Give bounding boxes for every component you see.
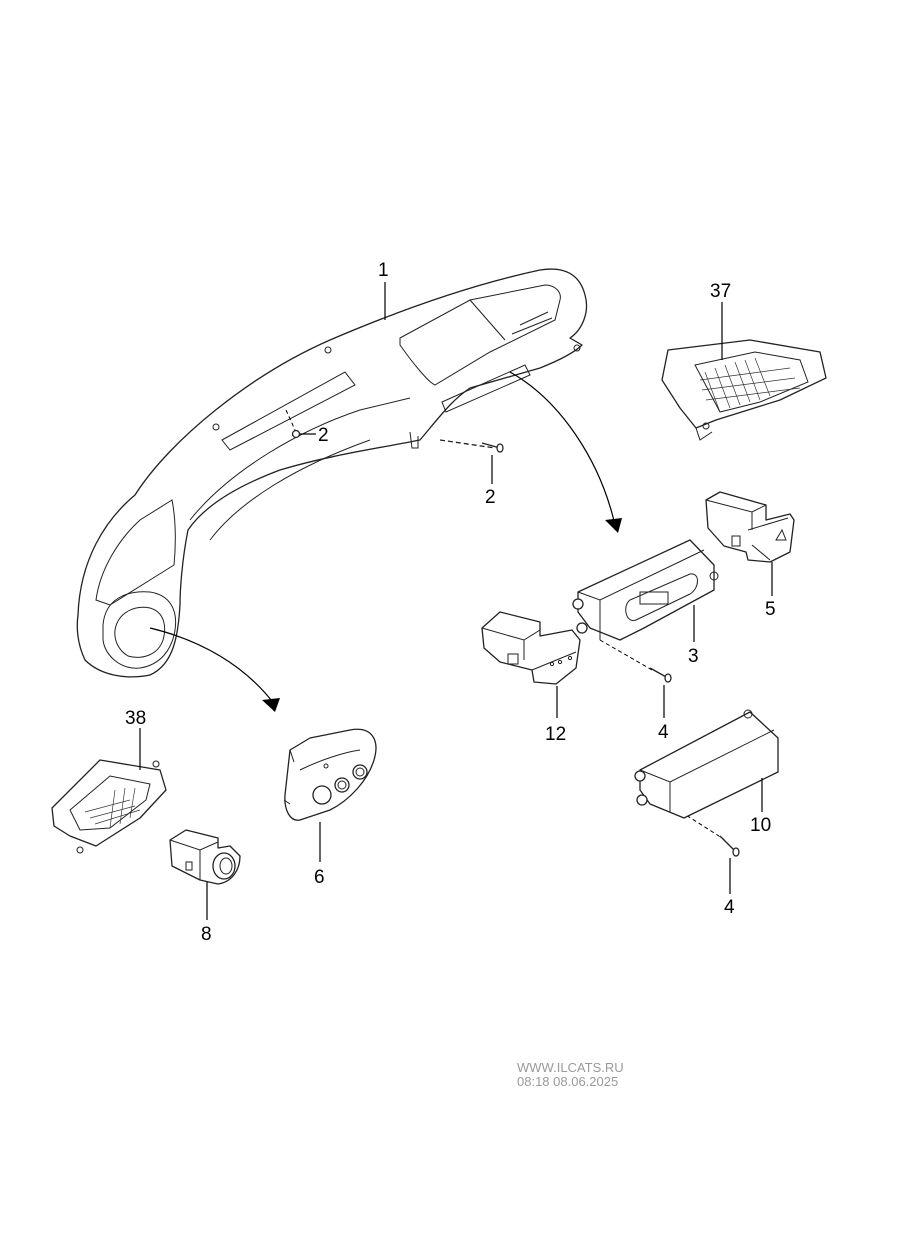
screw-4a <box>649 667 672 718</box>
pointer-arrow-lower <box>262 698 280 712</box>
callout-12: 12 <box>545 724 566 745</box>
callout-4a: 4 <box>658 722 669 743</box>
switch-12 <box>481 611 581 685</box>
control-panel-6 <box>283 728 377 821</box>
air-vent-38 <box>51 759 167 854</box>
screw-4b <box>719 835 740 894</box>
callout-1: 1 <box>378 260 389 281</box>
callout-37: 37 <box>710 281 731 302</box>
callout-3: 3 <box>688 646 699 667</box>
callout-6: 6 <box>314 867 325 888</box>
screw-2b <box>439 439 504 484</box>
module-10 <box>634 709 779 819</box>
callout-5: 5 <box>765 599 776 620</box>
air-vent-37 <box>661 339 827 441</box>
pointer-arc-lower <box>149 627 276 706</box>
switch-8 <box>169 829 241 885</box>
screw-2a-path <box>285 409 296 431</box>
hazard-switch-5 <box>705 491 795 563</box>
watermark-site: WWW.ILCATS.RU <box>517 1060 624 1075</box>
screw-4a-path <box>599 639 653 671</box>
watermark-datetime: 08:18 08.06.2025 <box>517 1074 619 1089</box>
callout-4b: 4 <box>724 897 735 918</box>
callout-38: 38 <box>125 708 146 729</box>
screw-2a <box>291 429 316 439</box>
watermark: WWW.ILCATS.RU 08:18 08.06.2025 <box>517 1061 624 1089</box>
pointer-arrow-upper <box>605 518 622 533</box>
callout-8: 8 <box>201 924 212 945</box>
callout-2b: 2 <box>485 487 496 508</box>
callout-2a: 2 <box>318 425 329 446</box>
clock-display-3 <box>572 539 719 641</box>
pointer-arc-upper <box>509 371 616 526</box>
callout-10: 10 <box>750 815 771 836</box>
instrument-panel-bezel <box>76 268 588 678</box>
